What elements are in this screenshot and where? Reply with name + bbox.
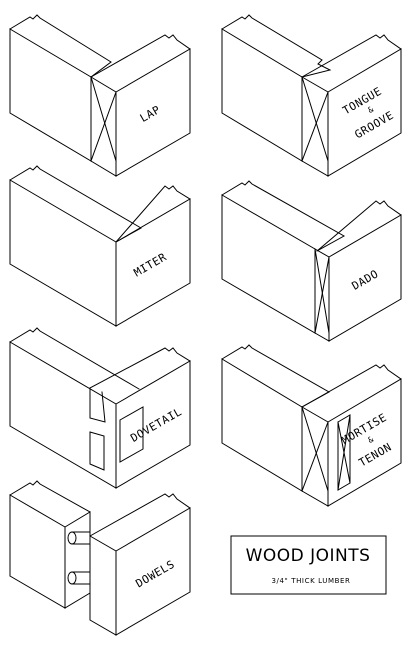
dado-board-top-edge (221, 180, 346, 252)
mt-cross-mark-b (301, 421, 329, 492)
dowels-joint: DOWELS (9, 480, 191, 636)
tg-cross-board-top (301, 34, 402, 78)
dowels-right-block-top (89, 493, 191, 537)
dado-cross-mark-a (314, 248, 330, 334)
miter-cross-board-face (115, 198, 191, 327)
dado-cross-board-face (328, 214, 402, 342)
title-block-border (230, 535, 387, 595)
lap-cross-board-top (90, 34, 191, 78)
tg-cross-mark-b (301, 91, 329, 162)
tg-label-amp: & (366, 105, 375, 115)
dovetail-joint: DOVETAIL (9, 327, 191, 489)
drawing-subtitle: 3/4" THICK LUMBER (271, 577, 350, 585)
lap-board-top-edge (9, 14, 112, 78)
dado-cross-board-top (316, 200, 402, 252)
lap-joint: LAP (9, 14, 191, 177)
title-block: WOOD JOINTS 3/4" THICK LUMBER (230, 535, 387, 595)
drawing-title: WOOD JOINTS (246, 546, 371, 566)
dowels-right-block-face (115, 507, 191, 636)
lap-board-front-face (9, 28, 92, 162)
dovetail-board-top-edge (9, 327, 140, 390)
dowels-left-block-top (9, 480, 91, 513)
dovetail-cross-board-top (89, 347, 191, 389)
dowels-right-block-side (89, 535, 117, 636)
dado-board-front-face (221, 194, 316, 334)
mortise-tenon-joint: MORTISE & TENON (221, 344, 402, 507)
tg-cross-mark-a (301, 76, 329, 162)
tg-board-top-edge (221, 14, 332, 78)
dowels-left-block-front (9, 494, 66, 609)
mt-label-amp: & (366, 435, 375, 445)
miter-board-top-edge (9, 165, 142, 229)
mt-cross-mark-a (301, 406, 329, 492)
dovetail-pin-upper (89, 387, 106, 423)
tongue-groove-joint: TONGUE & GROOVE (221, 14, 402, 177)
miter-seam (115, 227, 142, 243)
dowels-left-block-side (64, 511, 91, 609)
dovetail-pin-lower (89, 431, 105, 471)
dado-cross-mark-b (314, 256, 330, 334)
dowel-pin-lower (67, 571, 91, 585)
dovetail-board-front-face (9, 341, 117, 489)
dowel-pin-upper (67, 531, 91, 545)
tg-cross-board-face (327, 48, 402, 177)
miter-cross-board-top (115, 185, 191, 243)
dovetail-cross-board-face (115, 360, 191, 489)
lap-cross-board-face (115, 48, 191, 177)
lap-cross-mark-a (90, 76, 117, 162)
mt-board-front-face (221, 358, 303, 492)
mt-tenon-mark-b (337, 414, 351, 491)
mt-cross-board-face (327, 378, 402, 507)
dado-joint: DADO (221, 180, 402, 342)
mt-cross-board-top (301, 364, 402, 408)
dovetail-tail-outline (119, 406, 144, 463)
miter-joint: MITER (9, 165, 191, 327)
miter-board-front-face (9, 179, 117, 327)
lap-cross-mark-b (90, 91, 117, 162)
tg-board-front-face (221, 28, 303, 162)
